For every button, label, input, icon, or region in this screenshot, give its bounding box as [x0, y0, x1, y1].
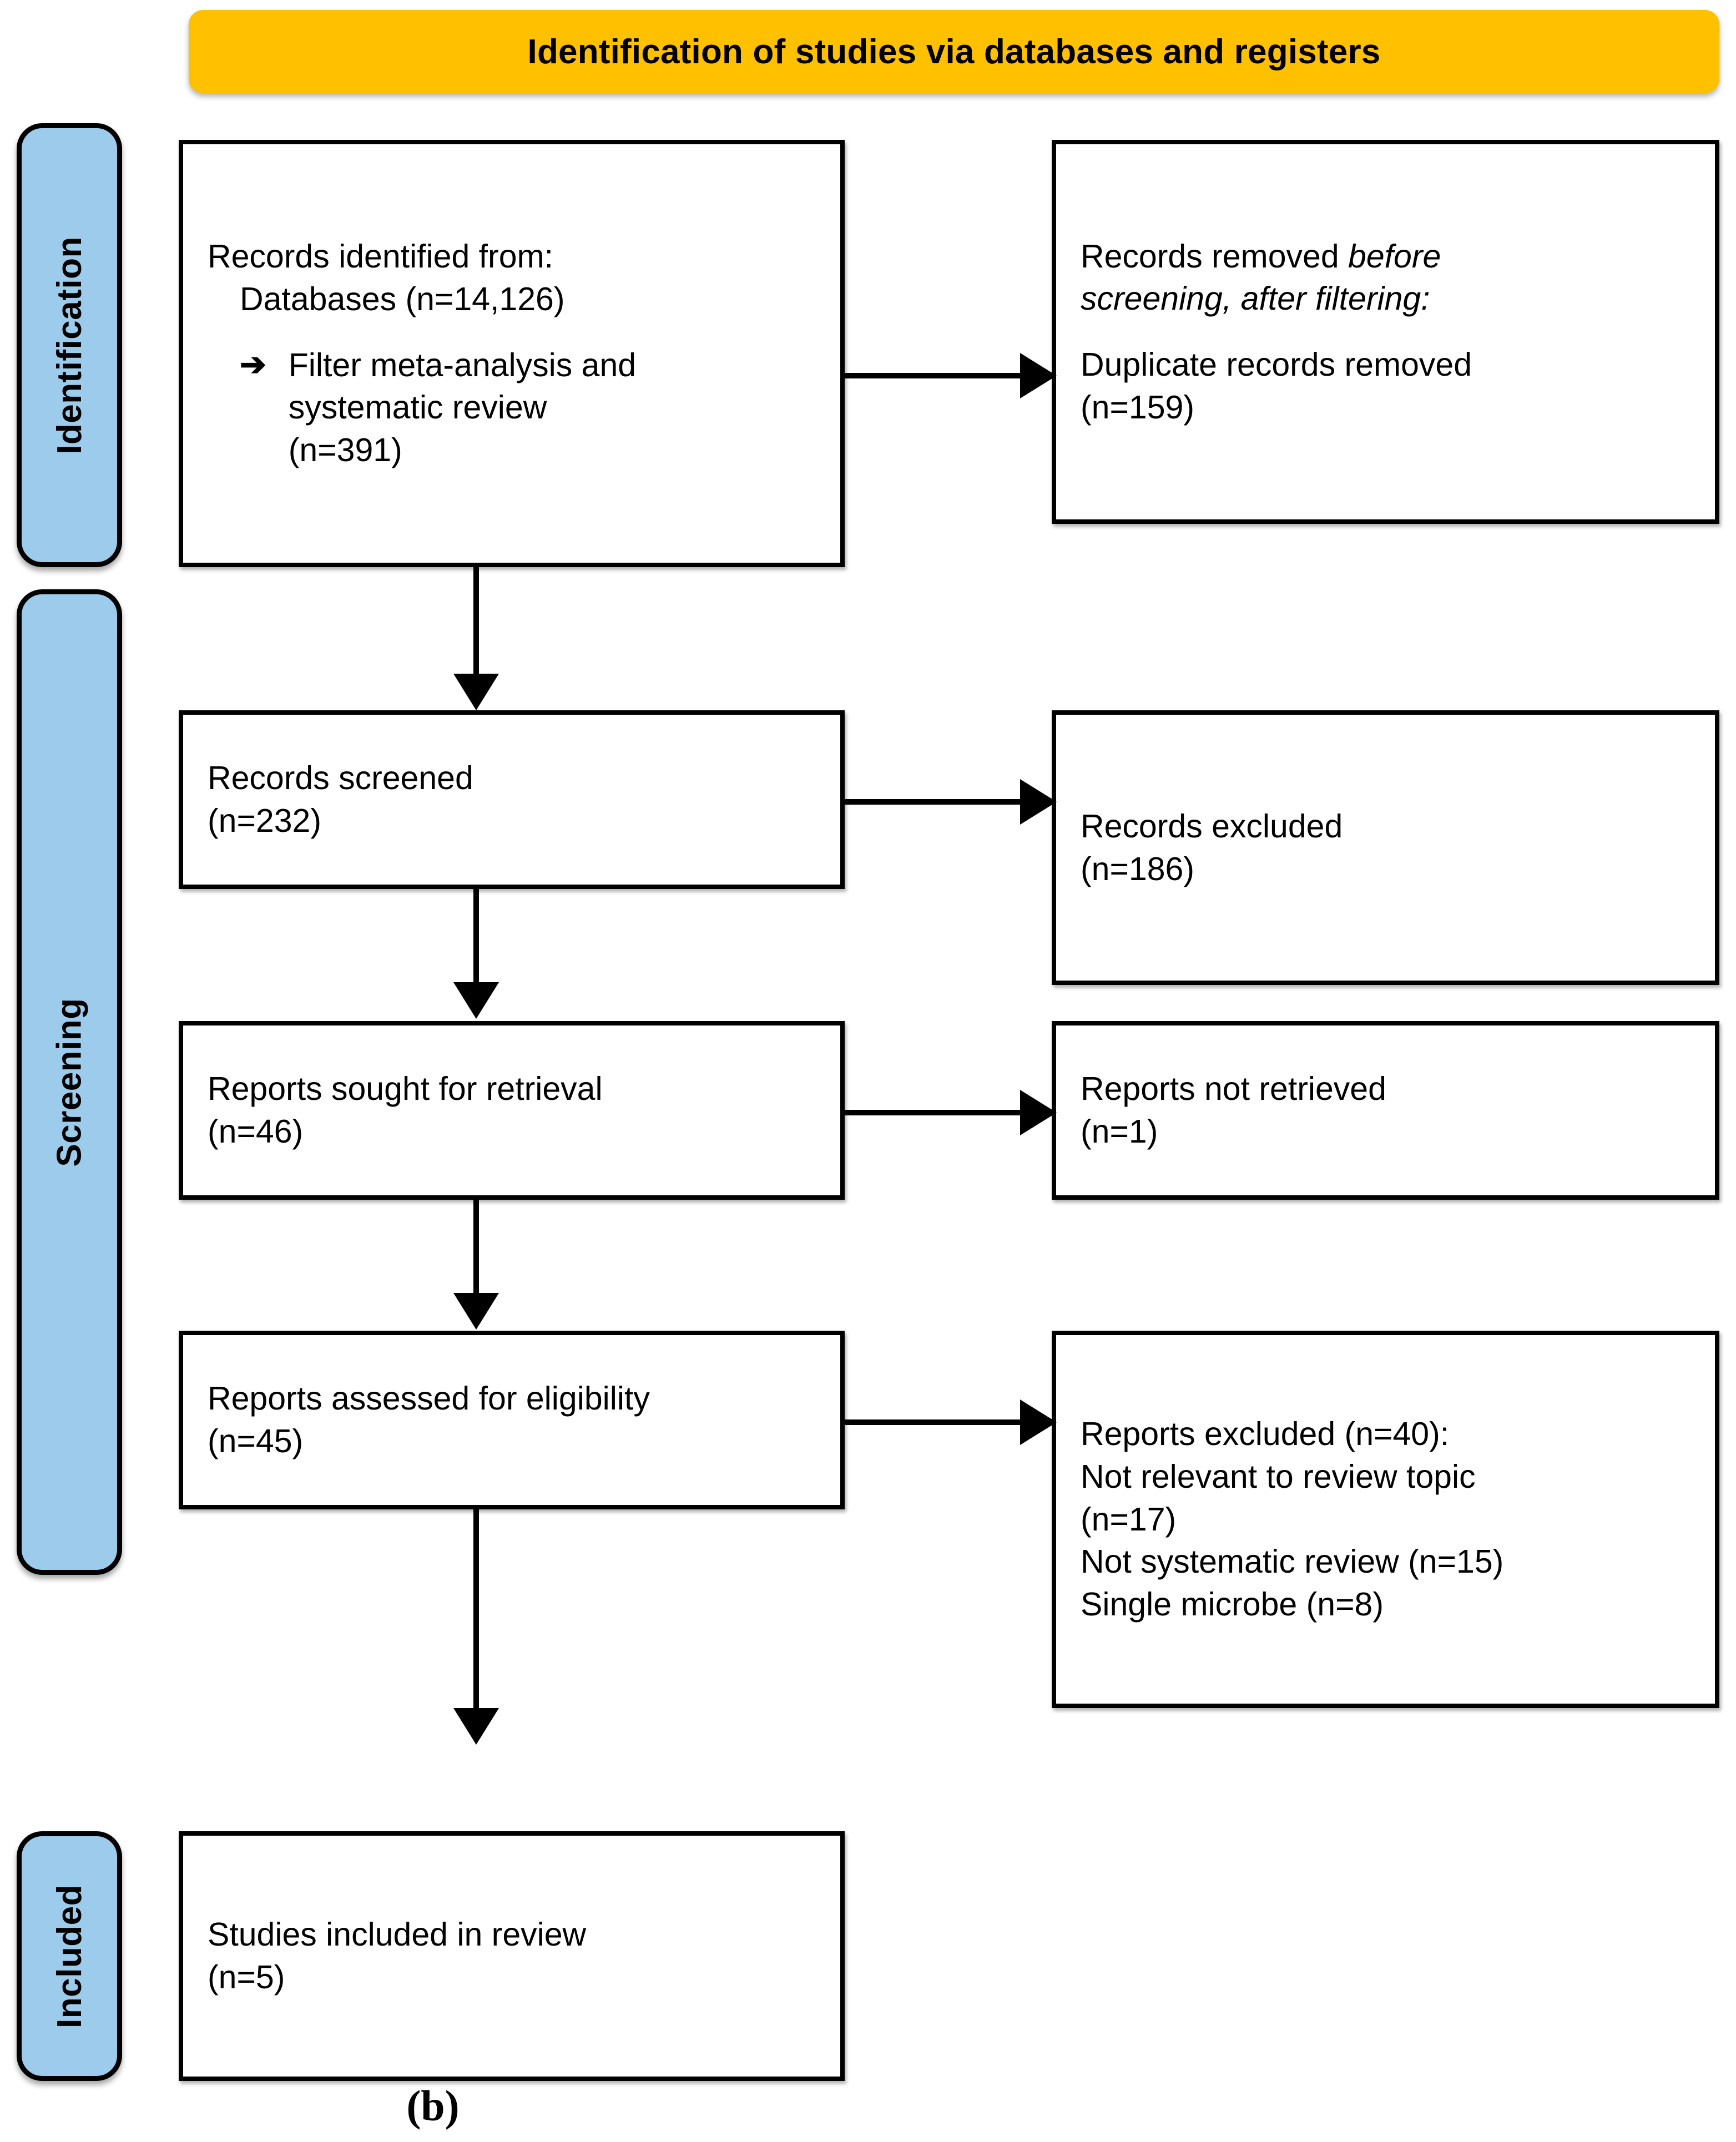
records-removed-line-4: (n=159) [1081, 388, 1195, 426]
records-identified-bullet-text: Filter meta-analysis and systematic revi… [289, 344, 636, 472]
spacer [1081, 320, 1690, 343]
connector-screened-to-sought [473, 889, 479, 984]
box-studies-included: Studies included in review (n=5) [179, 1831, 845, 2081]
arrowhead-down-icon [453, 1293, 499, 1330]
box-reports-not-retrieved: Reports not retrieved (n=1) [1052, 1021, 1719, 1200]
box-records-identified: Records identified from: Databases (n=14… [179, 140, 845, 567]
arrowhead-right-icon [1020, 1400, 1057, 1445]
connector-sought-to-not-retrieved [845, 1110, 1022, 1115]
spacer [208, 321, 816, 344]
reports-excluded-line-1: Reports excluded (n=40): [1081, 1416, 1450, 1453]
bullet-line-3: (n=391) [288, 432, 402, 469]
banner-title: Identification of studies via databases … [527, 32, 1381, 71]
records-identified-title: Records identified from: [208, 238, 554, 275]
studies-included-line-2: (n=5) [208, 1959, 285, 1996]
stage-label-included: Included [50, 1884, 89, 2028]
box-records-excluded: Records excluded (n=186) [1052, 710, 1719, 985]
stage-label-identification: Identification [50, 236, 89, 454]
stage-bar-included: Included [17, 1831, 122, 2081]
connector-assessed-to-included [473, 1509, 479, 1710]
records-removed-line-3: Duplicate records removed [1081, 346, 1472, 383]
box-records-removed: Records removed before screening, after … [1052, 140, 1719, 524]
reports-excluded-line-4: Not systematic review (n=15) [1081, 1543, 1504, 1580]
reports-excluded-line-5: Single microbe (n=8) [1081, 1586, 1384, 1623]
records-identified-source: Databases (n=14,126) [240, 280, 565, 317]
records-excluded-line-1: Records excluded [1081, 807, 1343, 845]
records-removed-line-1: Records removed before [1081, 235, 1690, 278]
figure-caption: (b) [406, 2082, 460, 2130]
reports-excluded-line-3: (n=17) [1081, 1501, 1177, 1538]
records-removed-italic-1: before [1348, 238, 1441, 275]
records-screened-line-2: (n=232) [208, 802, 322, 839]
diagram-header-banner: Identification of studies via databases … [189, 10, 1719, 93]
stage-bar-screening: Screening [17, 589, 122, 1575]
reports-sought-line-2: (n=46) [208, 1113, 304, 1150]
connector-identified-to-removed [845, 373, 1022, 378]
records-excluded-line-2: (n=186) [1081, 850, 1195, 887]
records-removed-regular: Records removed [1081, 238, 1349, 275]
records-identified-bullet: ➔ Filter meta-analysis and systematic re… [208, 344, 816, 472]
connector-sought-to-assessed [473, 1200, 479, 1295]
reports-not-retrieved-line-1: Reports not retrieved [1081, 1070, 1386, 1108]
reports-excluded-line-2: Not relevant to review topic [1081, 1458, 1476, 1495]
box-reports-assessed: Reports assessed for eligibility (n=45) [179, 1331, 845, 1509]
stage-label-screening: Screening [50, 997, 89, 1167]
connector-assessed-to-reports-excluded [845, 1419, 1022, 1425]
arrowhead-down-icon [453, 674, 499, 710]
right-arrow-bullet-icon: ➔ [240, 346, 266, 382]
reports-assessed-line-1: Reports assessed for eligibility [208, 1380, 650, 1417]
box-reports-excluded: Reports excluded (n=40): Not relevant to… [1052, 1331, 1719, 1708]
reports-not-retrieved-line-2: (n=1) [1081, 1113, 1158, 1150]
reports-assessed-line-2: (n=45) [208, 1423, 304, 1459]
arrowhead-right-icon [1020, 779, 1057, 825]
bullet-line-1: Filter meta-analysis and [288, 346, 637, 383]
arrowhead-down-icon [453, 1708, 499, 1745]
connector-screened-to-excluded [845, 799, 1022, 805]
arrowhead-down-icon [453, 982, 499, 1019]
arrowhead-right-icon [1020, 353, 1057, 398]
stage-bar-identification: Identification [17, 123, 122, 567]
studies-included-line-1: Studies included in review [208, 1916, 587, 1953]
reports-sought-line-1: Reports sought for retrieval [208, 1070, 603, 1108]
connector-identified-to-screened [473, 567, 479, 676]
arrowhead-right-icon [1020, 1090, 1057, 1135]
records-screened-line-1: Records screened [208, 760, 473, 797]
box-reports-sought: Reports sought for retrieval (n=46) [179, 1021, 845, 1200]
records-removed-line-2: screening, after filtering: [1081, 280, 1430, 317]
box-records-screened: Records screened (n=232) [179, 710, 845, 889]
bullet-line-2: systematic review [288, 389, 547, 426]
